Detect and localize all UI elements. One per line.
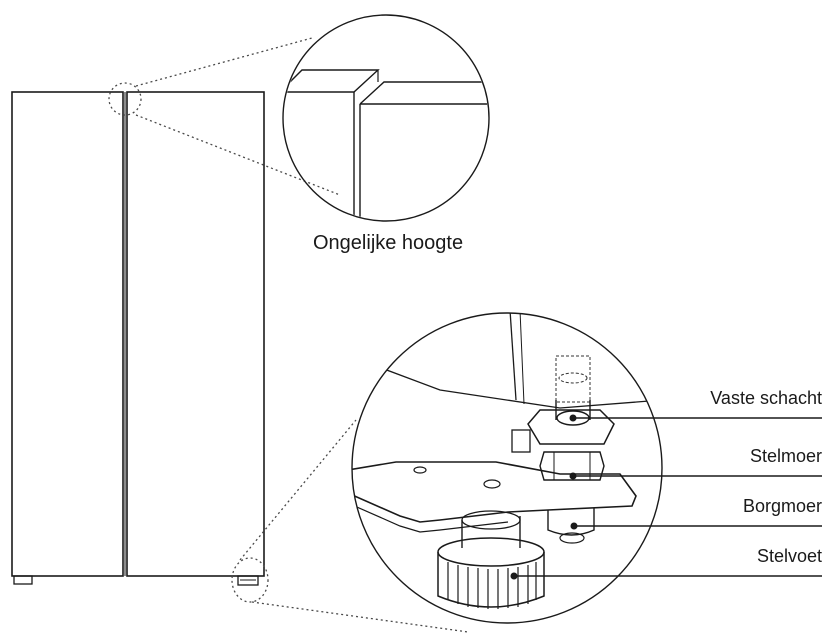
bottom-zoom-marker (231, 557, 269, 603)
left-door (11, 91, 124, 577)
left-foot (13, 575, 33, 585)
label-fixed-shaft: Vaste schacht (710, 388, 822, 408)
bottom-zoom: Vaste schacht Stelmoer Borgmoer Stelvoet (231, 312, 822, 633)
label-lock-nut: Borgmoer (743, 496, 822, 516)
top-zoom-circle (282, 14, 490, 222)
refrigerator (11, 91, 265, 586)
callout-leaders (514, 417, 822, 577)
label-adjustable-foot: Stelvoet (757, 546, 822, 566)
top-zoom: Ongelijke hoogte (108, 14, 490, 254)
bottom-zoom-circle (351, 312, 663, 624)
right-foot (237, 575, 259, 586)
uneven-height-caption: Ongelijke hoogte (313, 232, 463, 254)
top-zoom-marker (108, 82, 142, 116)
right-door (126, 91, 265, 577)
label-adjusting-nut: Stelmoer (750, 446, 822, 466)
